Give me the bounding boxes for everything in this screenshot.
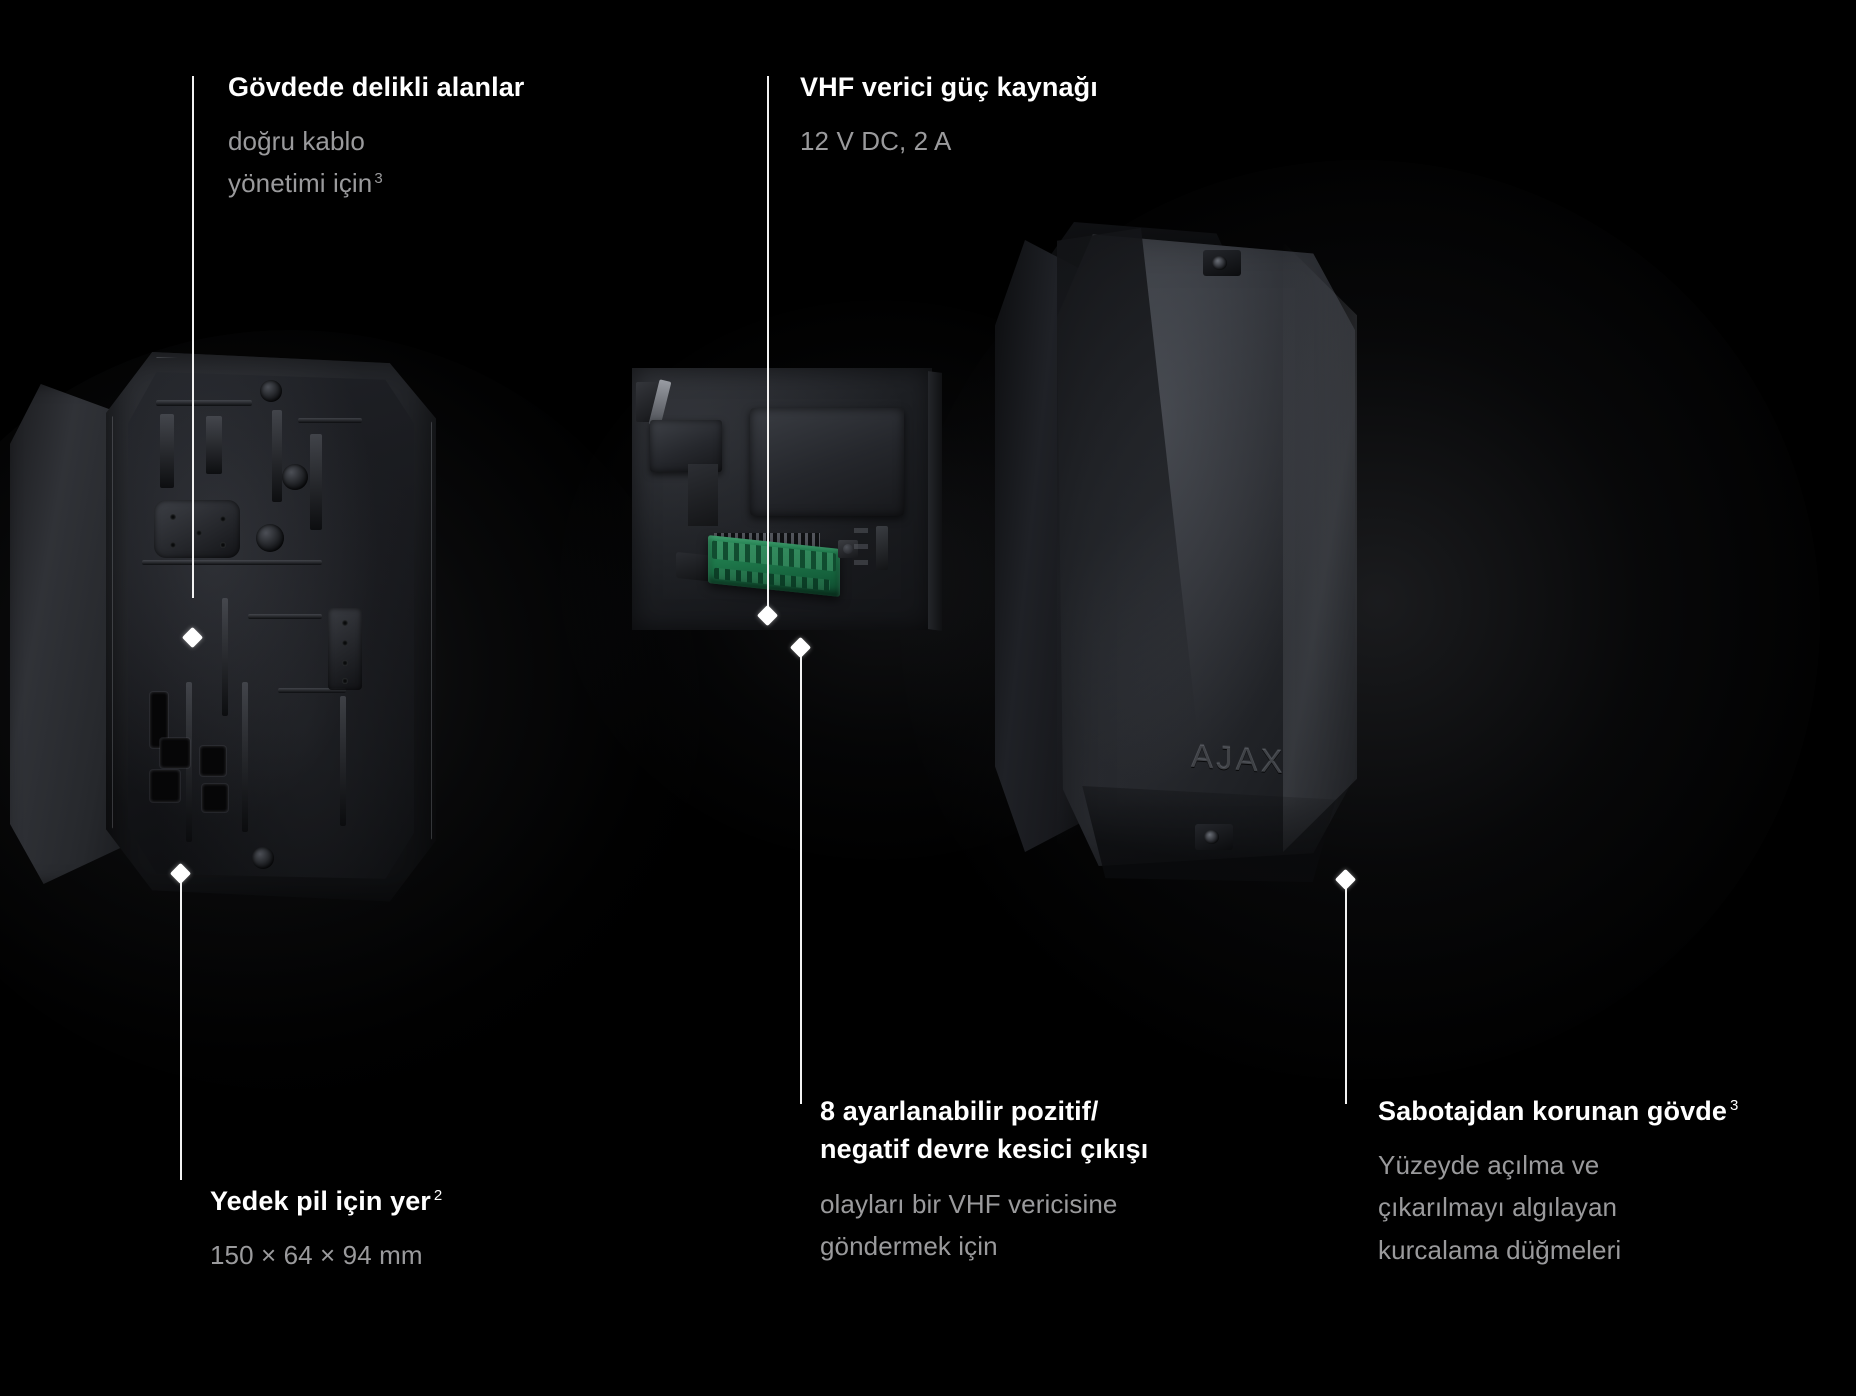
interior-rib xyxy=(272,410,282,502)
ajax-brand-logo: AJAX xyxy=(1191,736,1286,781)
pcb-solder-pads xyxy=(854,528,868,574)
tamper-screw-top xyxy=(1203,250,1241,276)
interior-rib xyxy=(242,682,248,832)
callout-vhf-power-supply: VHF verici güç kaynağı 12 V DC, 2 A xyxy=(800,68,1240,162)
mounting-boss xyxy=(282,464,308,490)
knockout-hole xyxy=(170,542,176,548)
perforated-knockout-plate xyxy=(154,500,240,558)
battery-slot xyxy=(150,692,168,748)
tamper-screw-bottom xyxy=(1195,824,1233,850)
closed-casing-image: AJAX xyxy=(995,222,1357,882)
callout-title: 8 ayarlanabilir pozitif/ negatif devre k… xyxy=(820,1096,1149,1165)
terminal-hole xyxy=(342,660,348,666)
callout-subtitle: olayları bir VHF vericisine göndermek iç… xyxy=(820,1188,1118,1261)
interior-rib xyxy=(298,418,362,423)
interior-rib xyxy=(160,414,174,488)
leader-line-breaker-outputs xyxy=(800,648,802,1104)
open-enclosure-image xyxy=(10,352,440,912)
battery-slot xyxy=(150,770,180,802)
knockout-hole xyxy=(220,516,226,522)
mounting-boss xyxy=(260,380,282,402)
terminal-hole xyxy=(342,640,348,646)
leader-line-tamper-body xyxy=(1345,880,1347,1104)
interior-rib xyxy=(278,688,346,693)
interior-rib xyxy=(156,400,252,406)
callout-subtitle: 12 V DC, 2 A xyxy=(800,126,952,157)
callout-title: VHF verici güç kaynağı xyxy=(800,72,1098,102)
interior-rib xyxy=(248,614,322,619)
transformer-leg xyxy=(688,464,718,526)
interior-rib xyxy=(340,696,346,826)
callout-perforated-areas: Gövdede delikli alanlar doğru kablo yöne… xyxy=(228,68,648,205)
interior-rib xyxy=(206,416,222,474)
callout-title: Gövdede delikli alanlar xyxy=(228,72,525,102)
interior-rib xyxy=(222,598,228,716)
knockout-hole xyxy=(170,514,176,520)
knockout-hole xyxy=(220,542,226,548)
pcb-side-connector xyxy=(876,526,888,570)
interior-rib xyxy=(310,434,322,530)
mounting-boss xyxy=(252,847,274,869)
casing-facet-right xyxy=(1283,242,1357,852)
terminal-hole xyxy=(342,620,348,626)
callout-subtitle: 150 × 64 × 94 mm xyxy=(210,1240,423,1271)
knockout-hole xyxy=(196,530,202,536)
pcb-shield-can xyxy=(750,408,904,516)
terminal-hole xyxy=(342,678,348,684)
callout-subtitle: Yüzeyde açılma ve çıkarılmayı algılayan … xyxy=(1378,1150,1622,1265)
battery-slot xyxy=(202,784,228,812)
transformer-module xyxy=(650,420,722,472)
mounting-boss xyxy=(256,524,284,552)
tact-switch xyxy=(838,540,858,558)
leader-line-backup-battery xyxy=(180,873,182,1180)
pcb-terminal-block-image xyxy=(632,368,962,658)
battery-slot xyxy=(200,746,226,776)
callout-breaker-outputs: 8 ayarlanabilir pozitif/ negatif devre k… xyxy=(820,1092,1270,1267)
interior-rib xyxy=(142,560,322,565)
battery-slot xyxy=(160,738,190,768)
pcb-edge xyxy=(928,371,942,631)
